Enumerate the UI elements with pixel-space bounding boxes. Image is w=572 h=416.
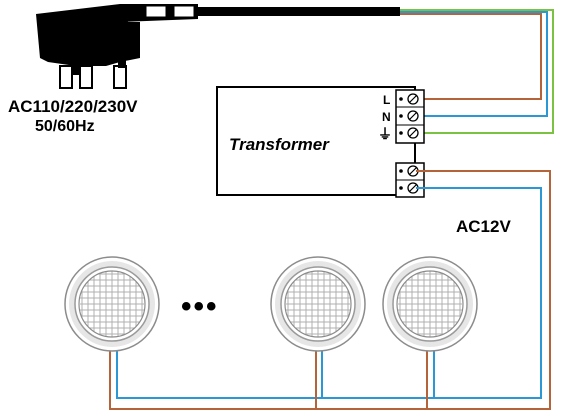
earth-wire [400, 9, 554, 134]
output-voltage-label: AC12V [456, 217, 511, 236]
transformer-label: Transformer [229, 135, 330, 154]
output-neutral-wire [116, 187, 542, 399]
screw-terminal-icon [399, 93, 419, 105]
output-live-wire [109, 170, 551, 410]
screw-terminal-icon [399, 110, 419, 122]
downlight-icon [270, 256, 366, 352]
input-wires [400, 9, 554, 134]
more-lights-ellipsis: ••• [181, 290, 219, 323]
supply-voltage-label: AC110/220/230V [8, 97, 138, 116]
live-wire [400, 13, 542, 100]
ground-icon: ⏚ [378, 126, 392, 142]
screw-terminal-icon [399, 127, 419, 139]
downlight-icon [64, 256, 160, 352]
downlight-icon [382, 256, 478, 352]
transformer: L N ⏚ Transformer [216, 86, 425, 198]
plug-icon [36, 4, 400, 89]
neutral-wire [400, 11, 548, 117]
terminal-label-live: L [383, 93, 390, 107]
supply-frequency-label: 50/60Hz [35, 118, 95, 135]
terminal-label-neutral: N [382, 110, 391, 124]
